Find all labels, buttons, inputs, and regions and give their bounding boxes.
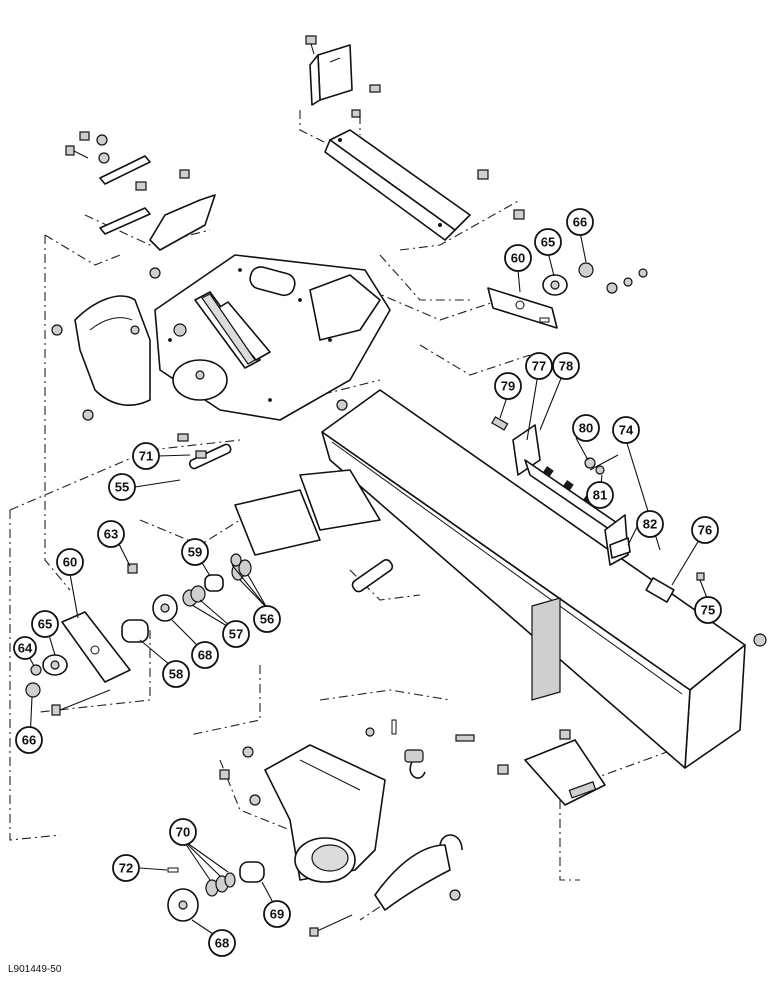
svg-text:75: 75 — [701, 603, 715, 618]
svg-text:66: 66 — [573, 215, 587, 230]
callout-64: 64 — [13, 636, 37, 660]
svg-text:78: 78 — [559, 359, 573, 374]
callout-66: 66 — [566, 208, 594, 236]
callout-56: 56 — [253, 605, 281, 633]
svg-text:63: 63 — [104, 527, 118, 542]
callouts: 66 65 60 77 78 79 80 74 81 71 55 82 76 7… — [13, 208, 722, 957]
upper-right-bearing — [487, 262, 648, 329]
svg-text:65: 65 — [541, 235, 555, 250]
rear-housing-plate — [309, 274, 381, 341]
callout-70: 70 — [169, 818, 197, 846]
svg-text:70: 70 — [176, 825, 190, 840]
u-bolt-and-shield — [309, 834, 463, 937]
callout-81: 81 — [586, 481, 614, 509]
svg-text:80: 80 — [579, 421, 593, 436]
left-drive-guard — [51, 295, 151, 421]
callout-78: 78 — [552, 352, 580, 380]
svg-text:55: 55 — [115, 480, 129, 495]
lower-left-small-parts — [167, 861, 265, 922]
svg-text:66: 66 — [22, 733, 36, 748]
callout-63: 63 — [97, 520, 125, 548]
svg-text:74: 74 — [619, 423, 634, 438]
svg-text:81: 81 — [593, 488, 607, 503]
svg-text:76: 76 — [698, 523, 712, 538]
callout-55: 55 — [108, 473, 136, 501]
callout-60-lower: 60 — [56, 548, 84, 576]
callout-59: 59 — [181, 538, 209, 566]
svg-text:58: 58 — [169, 667, 183, 682]
svg-text:57: 57 — [229, 627, 243, 642]
svg-text:60: 60 — [63, 555, 77, 570]
callout-80: 80 — [572, 414, 600, 442]
svg-text:69: 69 — [270, 907, 284, 922]
callout-79: 79 — [494, 372, 522, 400]
figure-reference: L901449-50 — [8, 964, 62, 975]
main-tube — [321, 389, 767, 769]
callout-69: 69 — [263, 900, 291, 928]
top-bracket — [305, 35, 381, 118]
callout-75: 75 — [694, 596, 722, 624]
svg-text:59: 59 — [188, 545, 202, 560]
scraper-bar-assembly — [491, 416, 631, 566]
callout-68-lower: 68 — [208, 929, 236, 957]
top-channel-plate — [324, 129, 525, 241]
callout-77: 77 — [525, 352, 553, 380]
svg-text:79: 79 — [501, 379, 515, 394]
callout-68: 68 — [191, 641, 219, 669]
svg-text:60: 60 — [511, 251, 525, 266]
lower-left-bearing — [25, 611, 131, 716]
bearing-stack — [121, 553, 252, 643]
svg-text:77: 77 — [532, 359, 546, 374]
svg-text:71: 71 — [139, 449, 153, 464]
svg-text:64: 64 — [18, 641, 33, 656]
callout-65-lower: 65 — [31, 610, 59, 638]
callout-66-lower: 66 — [15, 726, 43, 754]
svg-text:56: 56 — [260, 612, 274, 627]
svg-text:72: 72 — [119, 861, 133, 876]
svg-text:68: 68 — [215, 936, 229, 951]
callout-65: 65 — [534, 228, 562, 256]
callout-72: 72 — [112, 854, 140, 882]
callout-74: 74 — [612, 416, 640, 444]
callout-71: 71 — [132, 442, 160, 470]
svg-text:68: 68 — [198, 648, 212, 663]
callout-57: 57 — [222, 620, 250, 648]
callout-60: 60 — [504, 244, 532, 272]
callout-76: 76 — [691, 516, 719, 544]
callout-82: 82 — [636, 510, 664, 538]
svg-text:82: 82 — [643, 517, 657, 532]
callout-58: 58 — [162, 660, 190, 688]
svg-text:65: 65 — [38, 617, 52, 632]
lower-right-guard — [524, 739, 606, 806]
middle-parts — [127, 433, 394, 593]
upper-left-hardware — [65, 131, 216, 279]
lower-gearbox-housing — [219, 719, 571, 883]
